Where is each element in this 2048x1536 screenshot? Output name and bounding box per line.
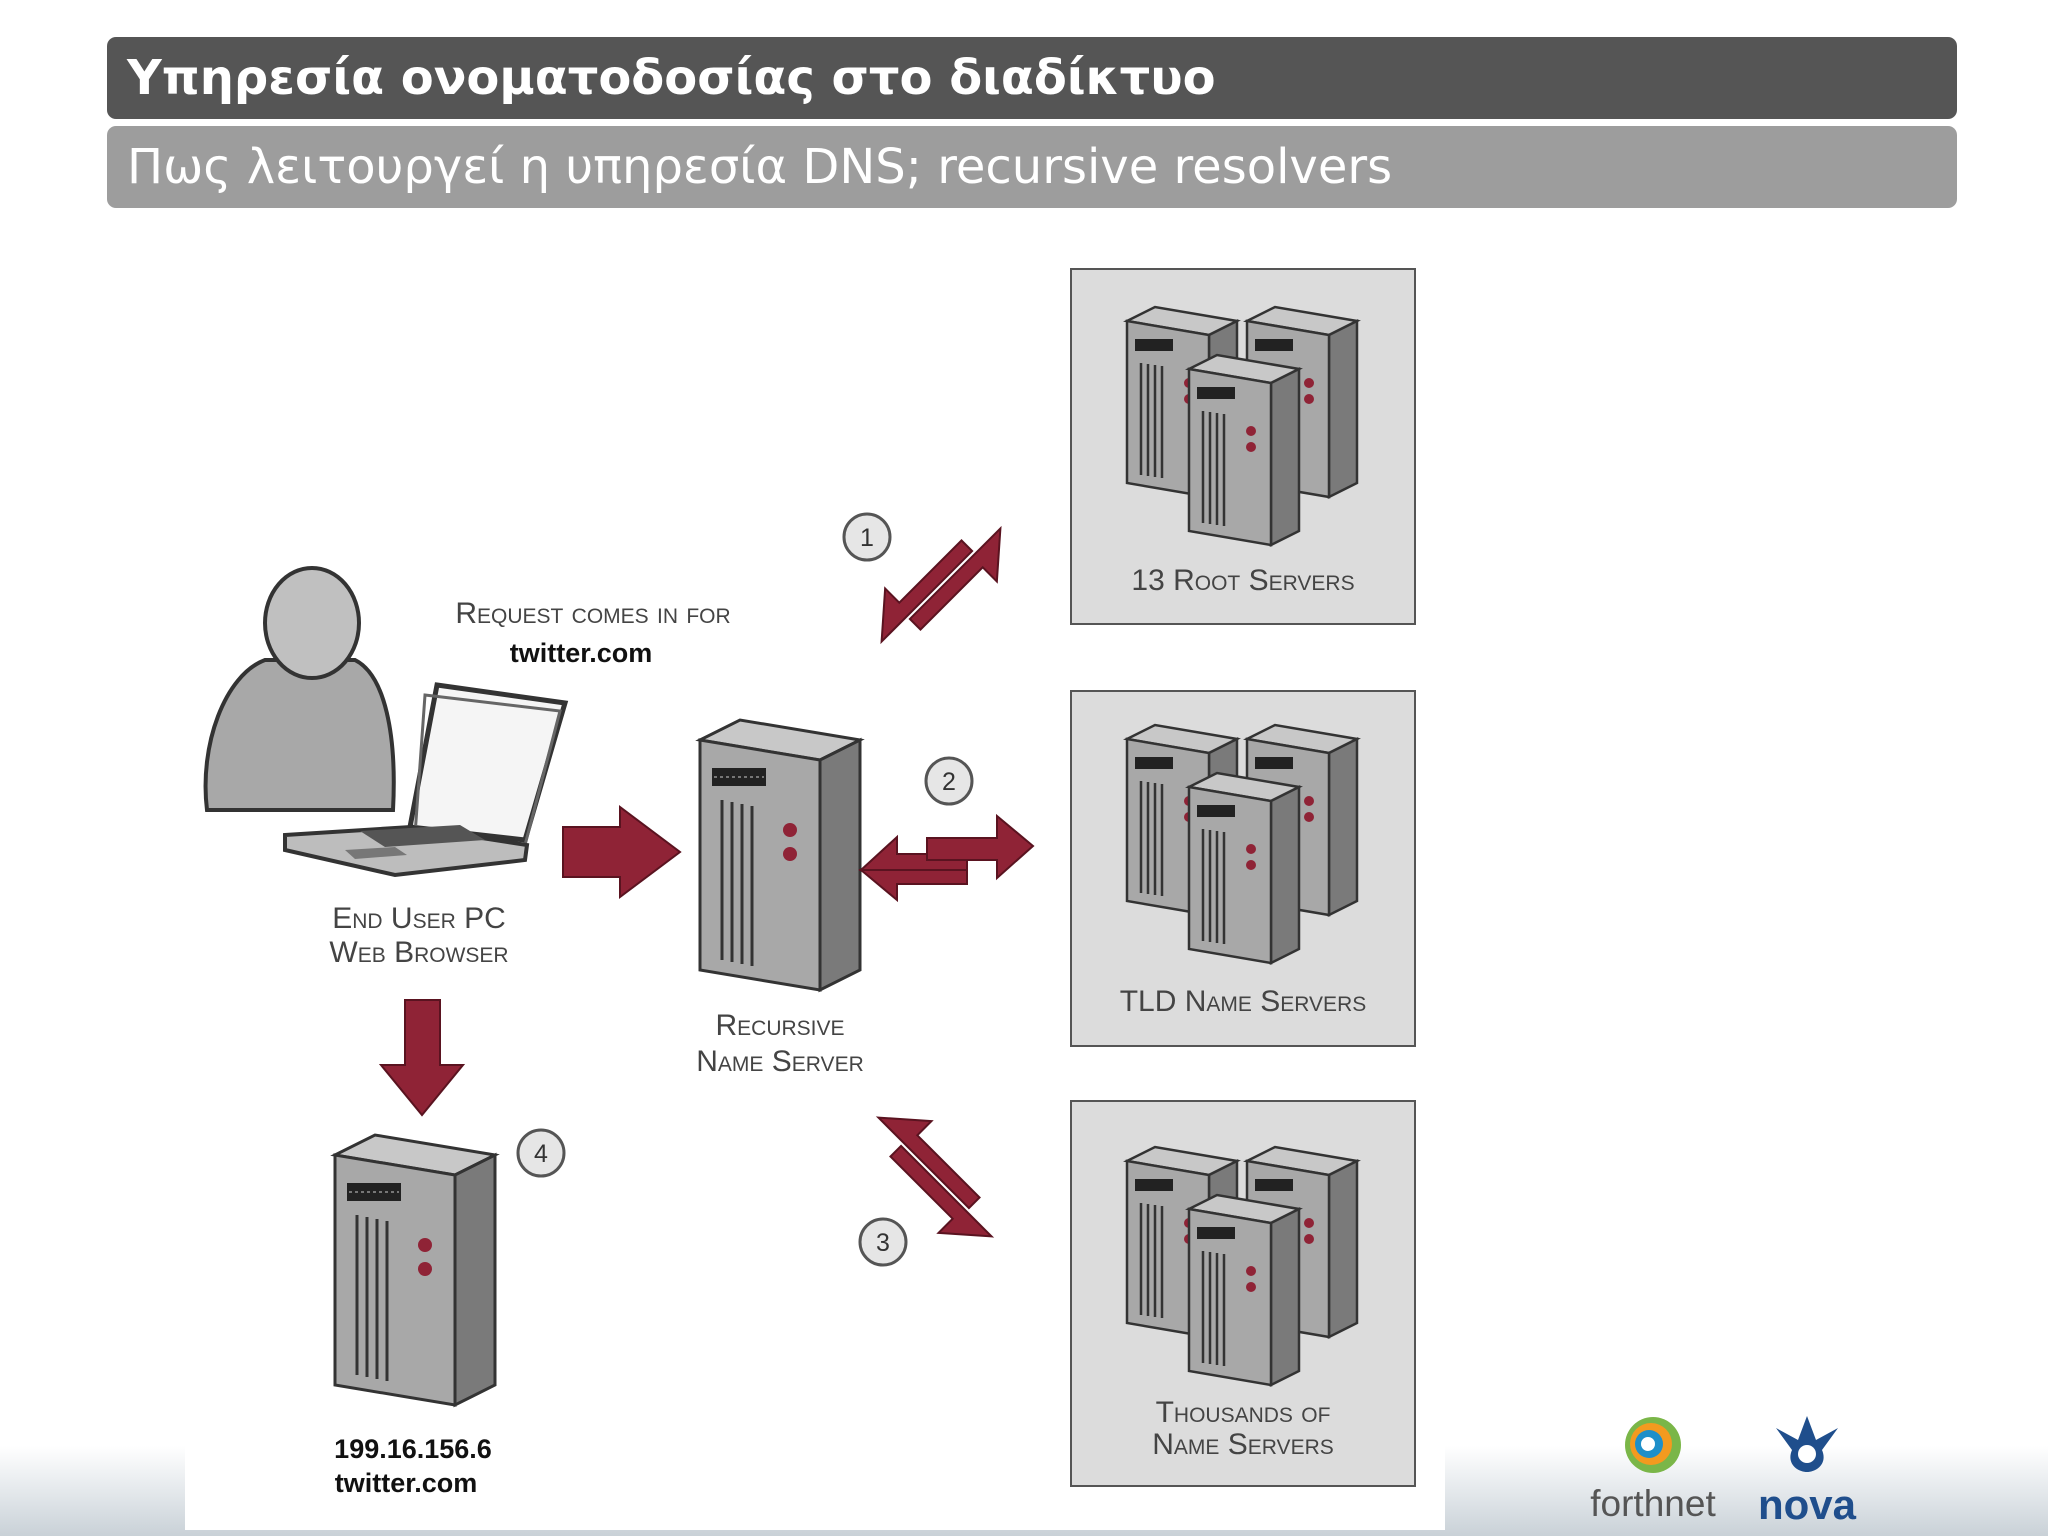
recursive-server-icon — [698, 718, 862, 992]
step-2-badge: 2 — [924, 756, 974, 806]
arrow-response — [378, 999, 466, 1117]
slide-title: Υπηρεσία ονοματοδοσίας στο διαδίκτυο — [127, 50, 1216, 106]
svg-text:3: 3 — [876, 1229, 890, 1257]
arrow-step-3 — [875, 1116, 995, 1238]
nova-star-icon — [1776, 1416, 1838, 1472]
arrow-step-2 — [858, 813, 1035, 903]
request-domain: twitter.com — [510, 638, 653, 668]
svg-text:2: 2 — [942, 768, 956, 796]
end-user-label-1: End User PC — [332, 902, 506, 935]
slide-title-bar: Υπηρεσία ονοματοδοσίας στο διαδίκτυο — [107, 37, 1957, 119]
thousands-servers-label-1: Thousands of — [1156, 1396, 1331, 1429]
forthnet-wordmark: forthnet — [1590, 1483, 1716, 1524]
twitter-server-icon — [333, 1133, 497, 1407]
result-ip: 199.16.156.6 — [334, 1434, 492, 1464]
tld-servers-box: TLD Name Servers — [1070, 690, 1416, 1047]
slide-subtitle-bar: Πως λειτουργεί η υπηρεσία DNS; recursive… — [107, 126, 1957, 208]
svg-text:1: 1 — [860, 524, 874, 552]
request-label: Request comes in for — [455, 597, 730, 630]
forthnet-logo: forthnet — [1588, 1414, 1718, 1525]
step-4-badge: 4 — [516, 1128, 566, 1178]
svg-text:4: 4 — [534, 1140, 548, 1168]
result-domain: twitter.com — [335, 1468, 478, 1498]
end-user-icon — [203, 566, 569, 878]
step-1-badge: 1 — [842, 512, 892, 562]
step-3-badge: 3 — [858, 1217, 908, 1267]
slide-subtitle: Πως λειτουργεί η υπηρεσία DNS; recursive… — [127, 139, 1393, 195]
recursive-server-label-2: Name Server — [696, 1045, 864, 1078]
dns-diagram: 13 Root Servers TLD Name Servers Thousan… — [185, 235, 1445, 1530]
root-servers-box: 13 Root Servers — [1070, 268, 1416, 625]
thousands-servers-box: Thousands of Name Servers — [1070, 1100, 1416, 1487]
nova-logo: nova — [1748, 1414, 1866, 1529]
recursive-server-label-1: Recursive — [715, 1009, 844, 1042]
tld-servers-label: TLD Name Servers — [1120, 985, 1367, 1018]
nova-wordmark: nova — [1757, 1481, 1857, 1528]
root-servers-label: 13 Root Servers — [1131, 564, 1354, 597]
arrow-step-1 — [880, 525, 1002, 645]
forthnet-swirl-icon — [1625, 1417, 1681, 1473]
end-user-label-2: Web Browser — [329, 936, 508, 969]
arrow-request — [562, 805, 682, 899]
thousands-servers-label-2: Name Servers — [1152, 1428, 1334, 1461]
